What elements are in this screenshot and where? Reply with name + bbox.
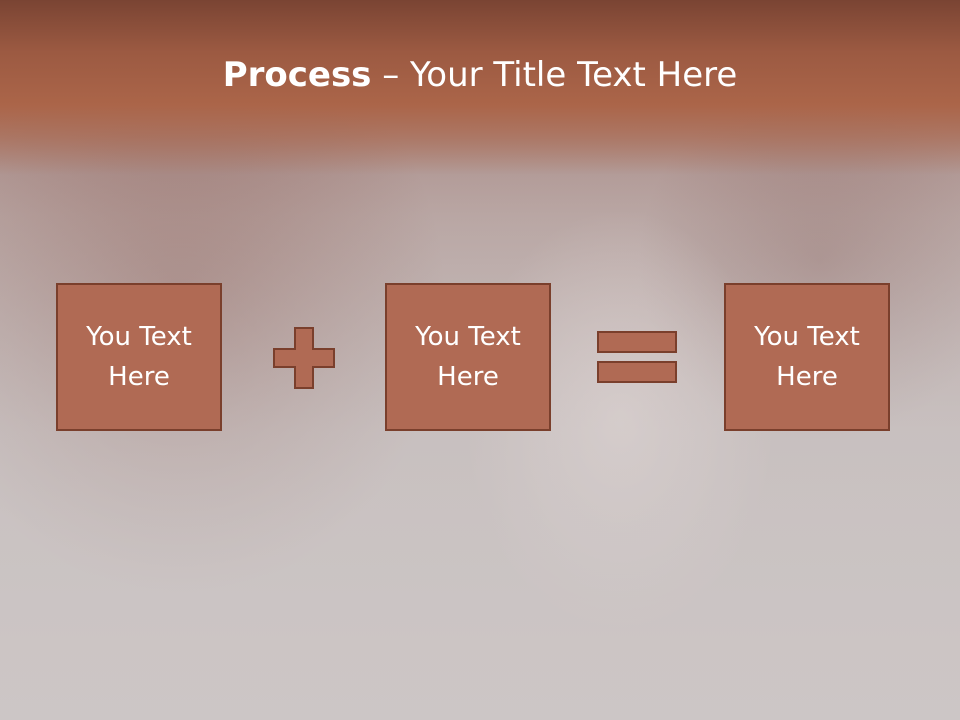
process-box-1[interactable]: You Text Here [56,283,222,431]
slide-title[interactable]: Process – Your Title Text Here [0,54,960,96]
plus-icon [273,327,335,389]
title-banner [0,0,960,175]
equals-icon [597,331,677,383]
title-bold: Process [222,55,372,95]
process-box-1-text: You Text Here [86,322,192,392]
process-box-2-text: You Text Here [415,322,521,392]
process-box-2[interactable]: You Text Here [385,283,551,431]
process-box-3-text: You Text Here [754,322,860,392]
process-box-3[interactable]: You Text Here [724,283,890,431]
title-rest: – Your Title Text Here [371,55,738,95]
